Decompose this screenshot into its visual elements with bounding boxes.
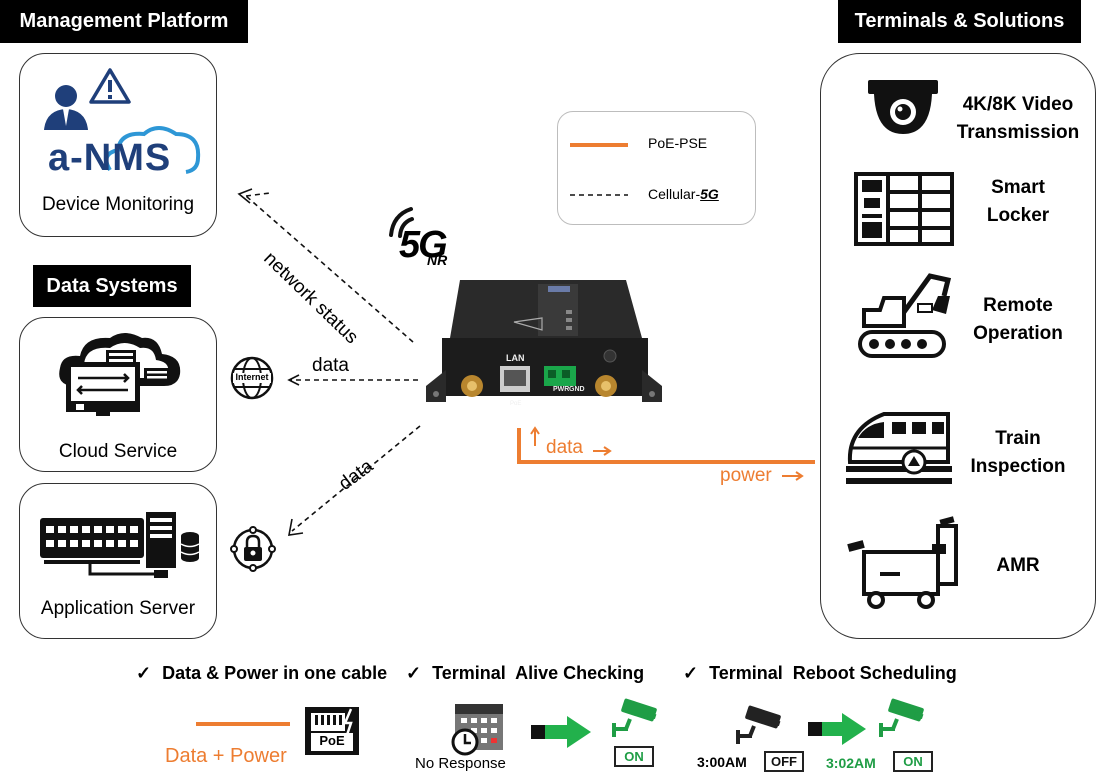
anms-cloud-icon (104, 126, 201, 174)
router-gnd-label: GND (569, 386, 585, 393)
no-response-label: No Response (415, 755, 506, 772)
terminals-header: Terminals & Solutions (838, 0, 1081, 43)
router-lan-label: LAN (506, 353, 525, 363)
legend-cellular-line (570, 194, 628, 196)
legend-poe-label: PoE-PSE (648, 135, 708, 151)
legend (557, 111, 756, 225)
legend-cellular-5g: 5G (700, 186, 719, 202)
cloud-computer-icon (59, 333, 181, 416)
green-arrow-icon (808, 713, 866, 745)
poe-data-label: data (546, 437, 583, 458)
device-monitoring-label: Device Monitoring (41, 194, 195, 215)
terminal-label-train: Train Inspection (970, 428, 1066, 477)
train-icon (846, 412, 952, 484)
router-poe-label: PoE (510, 401, 522, 407)
secure-lock-icon (230, 526, 276, 572)
data-power-cable-line (196, 722, 290, 726)
on-status-badge: ON (893, 751, 933, 772)
poe-port-label: PoE (319, 733, 345, 748)
security-camera-dark-icon (736, 705, 781, 744)
legend-cellular-label: Cellular-5G (648, 186, 719, 202)
terminal-label-remote: Remote Operation (973, 295, 1063, 344)
terminal-label-locker: Smart Locker (986, 177, 1050, 226)
off-status-badge: OFF (764, 751, 804, 772)
feature-label: Terminal Alive Checking (432, 663, 645, 683)
feature-label: Terminal Reboot Scheduling (709, 663, 957, 683)
security-camera-green-icon (612, 698, 657, 737)
amr-robot-icon (847, 516, 958, 609)
5g-badge: 5G (399, 224, 448, 266)
on-status-badge: ON (614, 746, 654, 767)
data-systems-header: Data Systems (33, 265, 191, 307)
cloud-service-label: Cloud Service (58, 441, 178, 462)
warning-icon (89, 68, 131, 104)
application-server-label: Application Server (40, 598, 196, 619)
excavator-icon (858, 273, 952, 358)
user-icon (44, 85, 88, 130)
5g-signal-icon (389, 207, 414, 238)
5g-nr-label: NR (427, 252, 448, 268)
feature-data-power: ✓ Data & Power in one cable (136, 663, 387, 684)
internet-globe-text: Internet (235, 372, 269, 382)
reboot-time-on: 3:02AM (826, 755, 876, 771)
locker-icon (854, 172, 954, 246)
network-switch-server-icon (40, 512, 200, 578)
check-icon: ✓ (136, 663, 152, 683)
poe-port-icon (305, 707, 359, 755)
green-arrow-icon (531, 716, 591, 748)
router-pwr-label: PWR (553, 386, 570, 393)
reboot-time-off: 3:00AM (697, 754, 747, 770)
check-icon: ✓ (406, 663, 422, 683)
data-internet-label: data (312, 355, 349, 376)
check-icon: ✓ (683, 663, 699, 683)
internet-globe-icon (230, 356, 274, 400)
anms-logo: a-NMS (48, 137, 172, 179)
feature-alive-checking: ✓ Terminal Alive Checking (406, 663, 644, 684)
feature-reboot-scheduling: ✓ Terminal Reboot Scheduling (683, 663, 957, 684)
management-platform-header: Management Platform (0, 0, 248, 43)
data-power-label: Data + Power (165, 745, 287, 767)
feature-label: Data & Power in one cable (162, 663, 388, 683)
5g-router-device (426, 280, 662, 402)
terminal-label-video: 4K/8K Video Transmission (956, 94, 1080, 143)
legend-poe-line (570, 143, 628, 147)
terminal-label-amr: AMR (996, 555, 1040, 576)
calendar-clock-icon (451, 704, 503, 756)
legend-cellular-prefix: Cellular- (648, 186, 701, 202)
poe-power-label: power (720, 465, 772, 486)
dome-camera-icon (868, 80, 938, 134)
security-camera-green-icon (879, 698, 924, 737)
